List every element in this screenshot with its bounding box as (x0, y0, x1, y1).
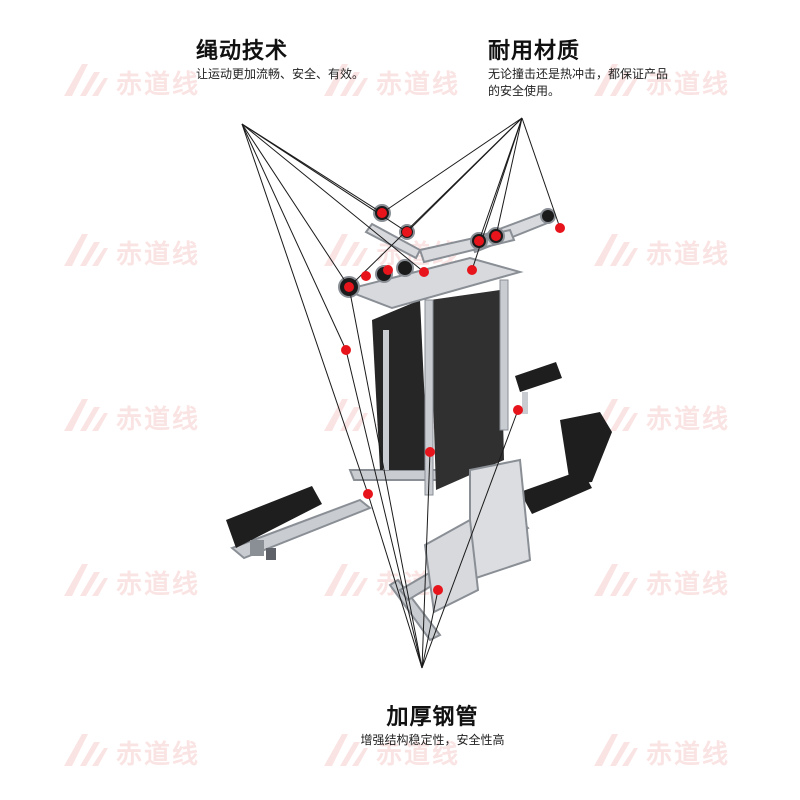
feature-rope-title: 绳动技术 (196, 39, 289, 64)
feature-marker-dot (433, 585, 443, 595)
feature-rope-technology: 绳动技术 让运动更加流畅、安全、有效。 (196, 38, 364, 83)
brand-logo-icon (324, 734, 368, 766)
feature-marker-dot (425, 447, 435, 457)
brand-logo-icon (594, 564, 638, 596)
brand-logo-icon (64, 234, 108, 266)
feature-rope-desc: 让运动更加流畅、安全、有效。 (196, 67, 365, 81)
feature-thick-steel: 加厚钢管 增强结构稳定性，安全性高 (340, 704, 525, 749)
feature-marker-dot (344, 282, 354, 292)
callout-line (495, 117, 523, 237)
feature-steel-title: 加厚钢管 (386, 705, 479, 730)
watermark-text: 赤道线 (116, 740, 201, 770)
weight-stack-tower (372, 279, 509, 496)
left-bench (226, 486, 322, 560)
callout-line (241, 123, 425, 273)
callout-line (348, 117, 523, 288)
callout-line (241, 123, 350, 288)
feature-marker-dot (419, 267, 429, 277)
top-frame (341, 210, 552, 310)
brand-logo-icon (324, 399, 368, 431)
callout-line (367, 493, 423, 669)
watermark: 赤道线 (320, 60, 480, 100)
feature-marker-dot (467, 265, 477, 275)
brand-logo-icon (324, 234, 368, 266)
watermark-text: 赤道线 (116, 405, 201, 435)
feature-marker-dot (491, 231, 501, 241)
brand-logo-icon (324, 564, 368, 596)
callout-line (241, 123, 369, 495)
watermark-text: 赤道线 (116, 240, 201, 270)
callout-line (421, 451, 431, 669)
feature-marker-dot (383, 265, 393, 275)
callout-line (348, 286, 423, 669)
brand-logo-icon (64, 564, 108, 596)
brand-logo-icon (64, 64, 108, 96)
watermark: 赤道线 (60, 60, 220, 100)
feature-markers (341, 208, 565, 595)
feature-durable-title: 耐用材质 (488, 39, 581, 64)
feature-durable-desc: 无论撞击还是热冲击，都保证产品的安全使用。 (488, 67, 669, 98)
feature-steel-desc: 增强结构稳定性，安全性高 (360, 733, 505, 747)
brand-logo-icon (594, 234, 638, 266)
feature-durable-material: 耐用材质 无论撞击还是热冲击，都保证产品的安全使用。 (488, 38, 673, 100)
callout-line (421, 589, 439, 669)
watermark-text: 赤道线 (376, 70, 461, 100)
feature-marker-dot (513, 405, 523, 415)
brand-logo-icon (594, 64, 638, 96)
callout-line (421, 409, 519, 669)
brand-logo-icon (64, 399, 108, 431)
callout-line (345, 349, 423, 669)
feature-marker-dot (402, 227, 412, 237)
callout-line (478, 117, 523, 242)
brand-logo-icon (324, 64, 368, 96)
feature-marker-dot (474, 236, 484, 246)
watermark: 赤道线 (320, 730, 480, 770)
watermark-text: 赤道线 (646, 240, 731, 270)
feature-marker-dot (377, 208, 387, 218)
leg-press-seat (423, 412, 612, 614)
watermark: 赤道线 (590, 560, 750, 600)
feature-marker-dot (363, 489, 373, 499)
watermark-text: 赤道线 (646, 70, 731, 100)
watermark: 赤道线 (590, 230, 750, 270)
watermark: 赤道线 (590, 60, 750, 100)
watermark: 赤道线 (590, 395, 750, 435)
watermark: 赤道线 (60, 560, 220, 600)
brand-logo-icon (64, 734, 108, 766)
callout-lines (241, 117, 561, 669)
callout-line (241, 123, 347, 351)
watermark: 赤道线 (60, 730, 220, 770)
watermark: 赤道线 (60, 230, 220, 270)
brand-logo-icon (594, 734, 638, 766)
watermark-text: 赤道线 (646, 740, 731, 770)
watermark-text: 赤道线 (116, 570, 201, 600)
watermark-text: 赤道线 (376, 740, 461, 770)
watermark-text: 赤道线 (646, 405, 731, 435)
callout-line (521, 117, 561, 229)
watermark-text: 赤道线 (116, 70, 201, 100)
rear-right-seat (515, 362, 562, 414)
callout-line (381, 117, 523, 214)
feature-marker-dot (361, 271, 371, 281)
feature-marker-dot (555, 223, 565, 233)
watermark: 赤道线 (590, 730, 750, 770)
feature-marker-dot (341, 345, 351, 355)
watermark-text: 赤道线 (646, 570, 731, 600)
watermark: 赤道线 (60, 395, 220, 435)
